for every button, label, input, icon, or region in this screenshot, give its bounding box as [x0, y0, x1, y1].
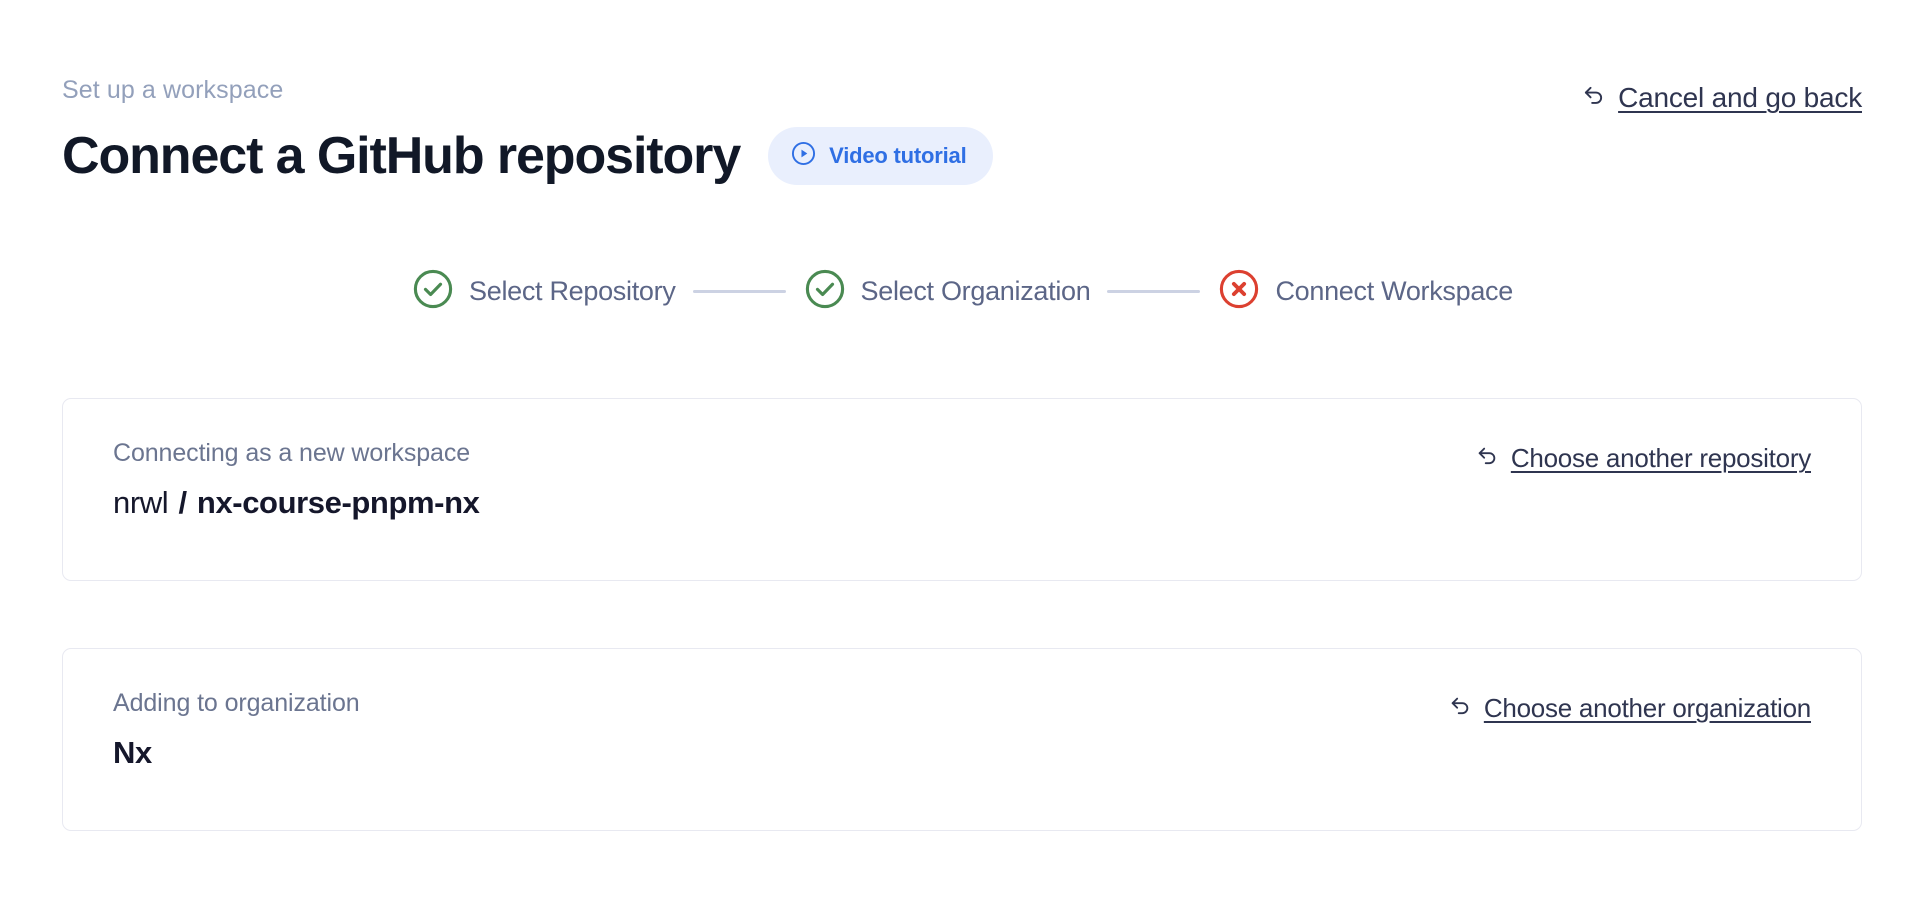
repository-separator: / [178, 485, 187, 520]
summary-cards: Connecting as a new workspace nrwl / nx-… [62, 398, 1862, 831]
repository-owner: nrwl [113, 485, 169, 520]
step-label: Select Organization [860, 276, 1091, 306]
organization-card-content: Adding to organization Nx [113, 691, 360, 770]
repository-card: Connecting as a new workspace nrwl / nx-… [62, 398, 1862, 581]
choose-another-organization-link[interactable]: Choose another organization [1447, 693, 1811, 724]
organization-card-label: Adding to organization [113, 689, 360, 717]
repository-name: nx-course-pnpm-nx [196, 485, 480, 520]
title-row: Connect a GitHub repository Video tutori… [62, 127, 1862, 185]
repository-card-inner: Connecting as a new workspace nrwl / nx-… [113, 441, 1811, 520]
step-connector [692, 290, 786, 293]
breadcrumb: Set up a workspace [62, 76, 284, 104]
cancel-and-go-back-label: Cancel and go back [1618, 82, 1862, 113]
repository-card-content: Connecting as a new workspace nrwl / nx-… [113, 439, 480, 520]
step-select-repository[interactable]: Select Repository [411, 267, 676, 316]
video-tutorial-button[interactable]: Video tutorial [768, 127, 993, 185]
repository-card-value: nrwl / nx-course-pnpm-nx [113, 485, 480, 520]
progress-stepper: Select Repository Select Organization Co… [62, 267, 1862, 316]
check-circle-icon [803, 267, 847, 316]
cancel-and-go-back-link[interactable]: Cancel and go back [1580, 82, 1862, 114]
organization-card-inner: Adding to organization Nx Choose another… [113, 691, 1811, 770]
organization-card: Adding to organization Nx Choose another… [62, 648, 1862, 831]
choose-another-repository-link[interactable]: Choose another repository [1474, 443, 1811, 474]
play-circle-icon [790, 140, 817, 172]
organization-card-value: Nx [113, 735, 152, 770]
page-title: Connect a GitHub repository [62, 126, 741, 185]
step-select-organization[interactable]: Select Organization [803, 267, 1091, 316]
step-connect-workspace[interactable]: Connect Workspace [1217, 267, 1513, 316]
check-circle-icon [411, 267, 455, 316]
back-arrow-icon [1580, 82, 1607, 114]
step-label: Connect Workspace [1275, 276, 1513, 306]
step-connector [1107, 290, 1201, 293]
page-header: Set up a workspace Connect a GitHub repo… [62, 0, 1862, 185]
back-arrow-icon [1474, 443, 1500, 474]
repository-card-label: Connecting as a new workspace [113, 439, 471, 467]
choose-another-repository-label: Choose another repository [1510, 443, 1811, 473]
step-label: Select Repository [469, 276, 676, 306]
back-arrow-icon [1447, 693, 1473, 724]
choose-another-organization-label: Choose another organization [1483, 693, 1811, 723]
video-tutorial-label: Video tutorial [829, 143, 967, 168]
x-circle-icon [1217, 267, 1261, 316]
